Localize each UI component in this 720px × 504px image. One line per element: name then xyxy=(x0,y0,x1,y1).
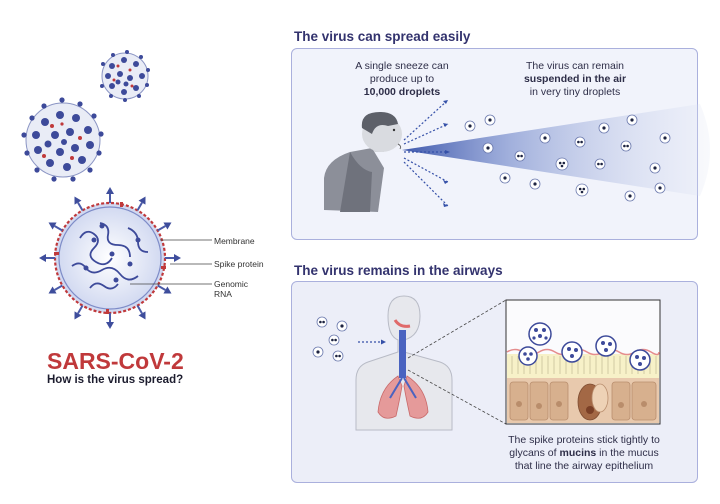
airway-caption: The spike proteins stick tightly to glyc… xyxy=(484,434,684,473)
sneeze-line-2: produce up to xyxy=(369,73,435,85)
caption-line-1: The spike proteins stick tightly to xyxy=(508,434,660,446)
panel1-title: The virus can spread easily xyxy=(294,29,471,44)
caption-pre: glycans of xyxy=(509,447,560,459)
air-fact-text: The virus can remain suspended in the ai… xyxy=(500,60,650,99)
virus-cross-section-diagram xyxy=(38,186,212,330)
air-line-1: The virus can remain xyxy=(525,60,625,72)
virus-particle-large-icon xyxy=(21,97,104,182)
caption-post: in the mucus xyxy=(596,447,659,459)
zoom-line-bottom xyxy=(407,369,507,425)
human-airways-icon xyxy=(355,295,453,431)
rna-label-line-2: RNA xyxy=(214,289,232,299)
spray-arrows xyxy=(403,99,449,207)
air-bold: suspended in the air xyxy=(523,73,627,85)
sneeze-bold: 10,000 droplets xyxy=(363,86,441,98)
airway-epithelium-detail xyxy=(505,299,661,425)
virus-particle-small-icon xyxy=(100,50,150,102)
main-title: SARS-CoV-2 xyxy=(47,348,184,374)
air-line-3: in very tiny droplets xyxy=(529,86,621,98)
main-subtitle: How is the virus spread? xyxy=(47,374,184,386)
sneeze-cloud xyxy=(402,104,710,196)
inhaled-droplets xyxy=(312,316,348,362)
spike-protein-label: Spike protein xyxy=(214,259,264,269)
zoom-line-top xyxy=(407,299,507,359)
sneeze-fact-text: A single sneeze can produce up to 10,000… xyxy=(346,60,458,99)
sneeze-line-1: A single sneeze can xyxy=(355,60,449,72)
caption-line-3: that line the airway epithelium xyxy=(514,460,654,472)
rna-label-line-1: Genomic xyxy=(214,279,249,289)
panel2-title: The virus remains in the airways xyxy=(294,263,503,278)
sneezing-person-icon xyxy=(324,112,402,212)
bound-virus-icons xyxy=(518,322,651,371)
genomic-rna-label: Genomic RNA xyxy=(214,279,248,299)
membrane-label: Membrane xyxy=(214,236,255,246)
caption-bold: mucins xyxy=(559,447,597,459)
